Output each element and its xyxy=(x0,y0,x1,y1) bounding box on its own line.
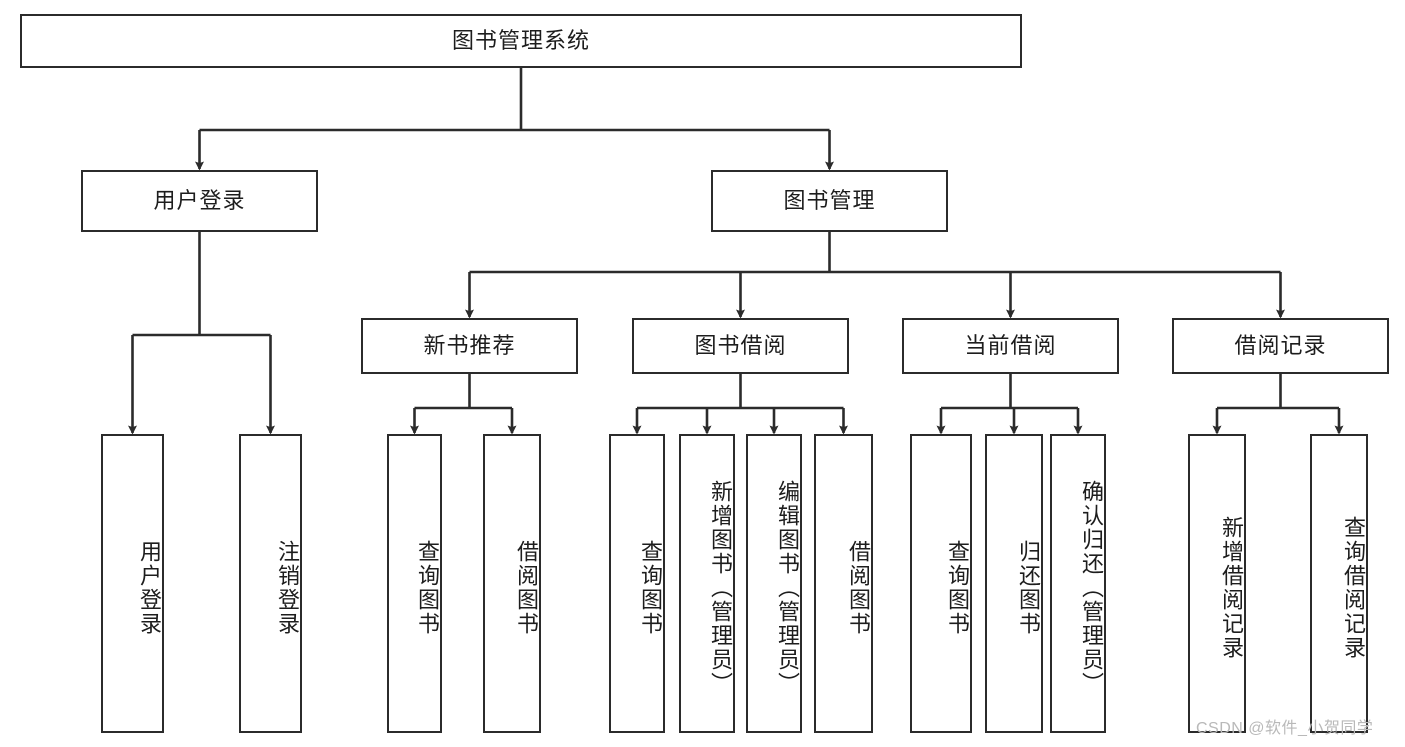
node-root[interactable]: 图书管理系统 xyxy=(20,14,1022,68)
node-bookmgmt[interactable]: 图书管理 xyxy=(711,170,948,232)
node-label: 图书管理 xyxy=(783,187,876,213)
node-label: 借阅图书 xyxy=(514,539,539,636)
node-login[interactable]: 用户登录 xyxy=(81,170,318,232)
node-l-logout[interactable]: 注销登录 xyxy=(239,434,302,733)
node-label: 用户登录 xyxy=(153,187,246,213)
node-l-editbook[interactable]: 编辑图书（管理员） xyxy=(746,434,802,733)
node-label: 查询借阅记录 xyxy=(1341,515,1366,660)
node-label: 借阅图书 xyxy=(846,539,871,636)
node-l-borrow1[interactable]: 借阅图书 xyxy=(483,434,541,733)
csdn-watermark: CSDN @软件_小贺同学 xyxy=(1196,720,1374,737)
node-l-query1[interactable]: 查询图书 xyxy=(387,434,442,733)
node-l-addrec[interactable]: 新增借阅记录 xyxy=(1188,434,1246,733)
node-l-addbook[interactable]: 新增图书（管理员） xyxy=(679,434,735,733)
node-label: 归还图书 xyxy=(1016,539,1041,636)
node-label: 图书借阅 xyxy=(694,332,787,358)
node-newbook[interactable]: 新书推荐 xyxy=(361,318,578,374)
node-label: 查询图书 xyxy=(638,539,663,636)
node-l-return[interactable]: 归还图书 xyxy=(985,434,1043,733)
node-label: 编辑图书（管理员） xyxy=(775,479,800,696)
node-label: 注销登录 xyxy=(275,539,300,636)
node-label: 用户登录 xyxy=(137,539,162,636)
node-l-borrow2[interactable]: 借阅图书 xyxy=(814,434,873,733)
node-label: 新增图书（管理员） xyxy=(708,479,733,696)
node-label: 新增借阅记录 xyxy=(1219,515,1244,660)
node-l-confirm[interactable]: 确认归还（管理员） xyxy=(1050,434,1106,733)
node-label: 查询图书 xyxy=(945,539,970,636)
node-current[interactable]: 当前借阅 xyxy=(902,318,1119,374)
node-records[interactable]: 借阅记录 xyxy=(1172,318,1389,374)
node-label: 新书推荐 xyxy=(423,332,516,358)
node-borrow[interactable]: 图书借阅 xyxy=(632,318,849,374)
node-l-userlogin[interactable]: 用户登录 xyxy=(101,434,164,733)
node-l-query3[interactable]: 查询图书 xyxy=(910,434,972,733)
node-l-query2[interactable]: 查询图书 xyxy=(609,434,665,733)
node-label: 当前借阅 xyxy=(964,332,1057,358)
node-label: 借阅记录 xyxy=(1234,332,1327,358)
node-label: 查询图书 xyxy=(415,539,440,636)
node-l-queryrec[interactable]: 查询借阅记录 xyxy=(1310,434,1368,733)
node-label: 确认归还（管理员） xyxy=(1079,479,1104,696)
node-label: 图书管理系统 xyxy=(451,27,590,53)
